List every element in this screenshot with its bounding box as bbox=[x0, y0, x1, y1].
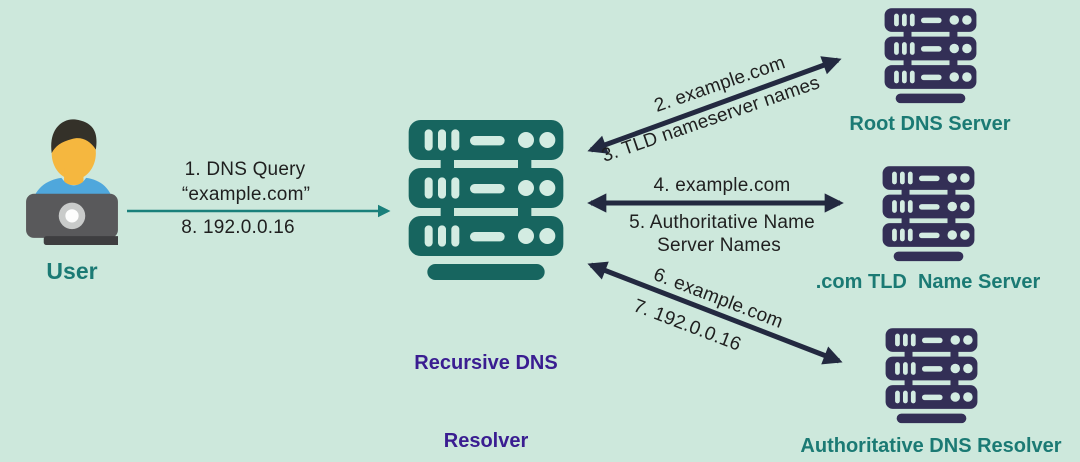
tld-name-server-node: .com TLD Name Server bbox=[816, 166, 1040, 294]
server-rack-icon bbox=[406, 120, 566, 288]
resolver-authoritative-arrow bbox=[587, 261, 843, 365]
resolver-label-line2: Resolver bbox=[443, 430, 529, 452]
step1-query-domain-label: “example.com” bbox=[181, 184, 311, 205]
user-node: User bbox=[22, 116, 122, 285]
authoritative-resolver-label: Authoritative DNS Resolver bbox=[800, 435, 1062, 457]
root-dns-server-node: Root DNS Server bbox=[830, 8, 1030, 136]
step8-response-ip-label: 8. 192.0.0.16 bbox=[181, 217, 295, 238]
resolver-label-line1: Recursive DNS bbox=[414, 352, 558, 374]
resolver-label: Recursive DNS Resolver bbox=[414, 298, 557, 462]
step5-authoritative-name-label: 5. Authoritative Name bbox=[629, 212, 815, 233]
step5-server-names-label: Server Names bbox=[657, 235, 781, 256]
step1-dns-query-label: 1. DNS Query bbox=[184, 159, 306, 180]
tld-name-server-label: .com TLD Name Server bbox=[815, 271, 1041, 293]
server-rack-icon bbox=[884, 328, 979, 428]
authoritative-resolver-node: Authoritative DNS Resolver bbox=[800, 328, 1062, 458]
person-at-laptop-icon bbox=[26, 119, 118, 245]
step4-example-com-label: 4. example.com bbox=[653, 175, 791, 196]
server-rack-icon bbox=[881, 166, 976, 266]
root-dns-server-label: Root DNS Server bbox=[849, 113, 1011, 135]
server-rack-icon bbox=[883, 8, 978, 108]
user-label: User bbox=[46, 258, 98, 284]
resolver-root-arrow bbox=[587, 56, 842, 154]
resolver-node: Recursive DNS Resolver bbox=[396, 120, 576, 462]
